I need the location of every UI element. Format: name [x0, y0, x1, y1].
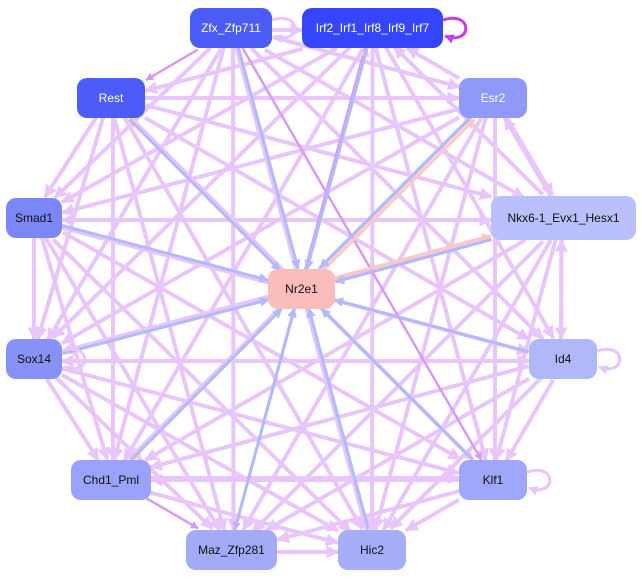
edge-Esr2-to-Smad1	[61, 106, 461, 216]
edge-Chd1_Pml-to-Nr2e1	[129, 307, 283, 462]
node-maz_zfp281[interactable]: Maz_Zfp281	[186, 530, 277, 570]
node-hic2[interactable]: Hic2	[338, 530, 406, 570]
edge-Irf2-to-Smad1	[60, 46, 338, 205]
edge-Esr2-to-Hic2	[372, 116, 488, 531]
edge-Maz_Zfp281-to-Nr2e1	[233, 307, 297, 530]
edge-Nkx-to-Klf1	[493, 238, 558, 461]
edge-Rest-to-Nkx	[144, 103, 493, 201]
edge-Sox14-to-Nr2e1	[62, 297, 270, 356]
node-esr2[interactable]: Esr2	[459, 78, 527, 118]
edge-Klf1-to-Maz_Zfp281	[276, 489, 461, 543]
edge-Esr2-to-Irf2	[405, 46, 461, 80]
edge-Rest-to-Smad1	[43, 115, 99, 199]
edge-Esr2-to-Nr2e1	[319, 115, 473, 269]
node-label: Id4	[554, 352, 572, 366]
node-label: Smad1	[14, 211, 54, 225]
node-label: Nr2e1	[285, 282, 318, 296]
edge-Klf1-to-Nr2e1	[320, 307, 475, 462]
node-label: Hic2	[359, 543, 384, 557]
self-loop-Sox14	[61, 347, 87, 375]
edge-Sox14-to-Chd1_Pml	[45, 377, 100, 462]
edge-Nr2e1-to-Nkx	[334, 233, 492, 280]
node-label: Chd1_Pml	[82, 473, 140, 487]
edge-Smad1-to-Klf1	[61, 230, 462, 461]
edge-Klf1-to-Hic2	[404, 497, 461, 533]
edge-Chd1_Pml-to-Maz_Zfp281	[145, 497, 199, 530]
edge-Nkx-to-Esr2	[503, 116, 553, 198]
node-sox14[interactable]: Sox14	[6, 339, 62, 379]
edge-Rest-to-Hic2	[122, 115, 364, 531]
self-loop-Klf1	[526, 468, 552, 496]
node-label: Rest	[98, 91, 124, 105]
node-irf2[interactable]: Irf2_Irf1_Irf8_Irf9_Irf7	[302, 8, 443, 48]
edge-Zfx_Zfp711-to-Rest	[145, 48, 199, 81]
edge-Smad1-to-Nr2e1	[61, 223, 269, 283]
node-label: Klf1	[482, 473, 504, 487]
edge-Rest-to-Nr2e1	[128, 118, 282, 272]
node-nkx[interactable]: Nkx6-1_Evx1_Hesx1	[491, 196, 636, 240]
node-label: Irf2_Irf1_Irf8_Irf9_Irf7	[315, 21, 430, 35]
edge-Id4-to-Maz_Zfp281	[265, 376, 530, 532]
node-label: Esr2	[480, 91, 506, 105]
edge-Id4-to-Klf1	[504, 378, 555, 463]
self-loop-Id4	[596, 347, 622, 375]
edge-Nr2e1-to-Esr2	[321, 118, 476, 272]
node-klf1[interactable]: Klf1	[459, 460, 527, 500]
node-label: Nkx6-1_Evx1_Hesx1	[507, 211, 620, 225]
edge-Zfx_Zfp711-to-Nr2e1	[236, 47, 301, 270]
node-rest[interactable]: Rest	[77, 78, 145, 118]
node-id4[interactable]: Id4	[529, 339, 597, 379]
edge-Irf2-to-Nr2e1	[304, 47, 369, 270]
node-label: Sox14	[16, 352, 52, 366]
edge-Zfx_Zfp711-to-Klf1	[241, 47, 483, 461]
edge-Nkx-to-Nr2e1	[334, 238, 492, 285]
self-loop-Irf2	[442, 16, 468, 44]
edge-Nkx-to-Chd1_Pml	[144, 238, 527, 462]
edge-Esr2-to-Sox14	[60, 115, 460, 345]
edge-Rest-to-Id4	[143, 115, 531, 342]
node-smad1[interactable]: Smad1	[6, 198, 62, 238]
edge-Chd1_Pml-to-Hic2	[149, 490, 339, 547]
node-chd1_pml[interactable]: Chd1_Pml	[71, 460, 151, 500]
edge-Hic2-to-Nr2e1	[306, 307, 370, 530]
node-label: Zfx_Zfp711	[201, 21, 261, 35]
edge-Irf2-to-Rest	[144, 46, 304, 95]
node-label: Maz_Zfp281	[198, 543, 265, 557]
edge-Irf2-to-Chd1_Pml	[122, 48, 365, 463]
node-zfx_zfp711[interactable]: Zfx_Zfp711	[190, 8, 272, 48]
self-loop-Zfx_Zfp711	[271, 16, 297, 44]
edge-Esr2-to-Maz_Zfp281	[241, 116, 484, 532]
node-nr2e1[interactable]: Nr2e1	[268, 269, 335, 309]
edge-Id4-to-Nr2e1	[333, 297, 529, 354]
